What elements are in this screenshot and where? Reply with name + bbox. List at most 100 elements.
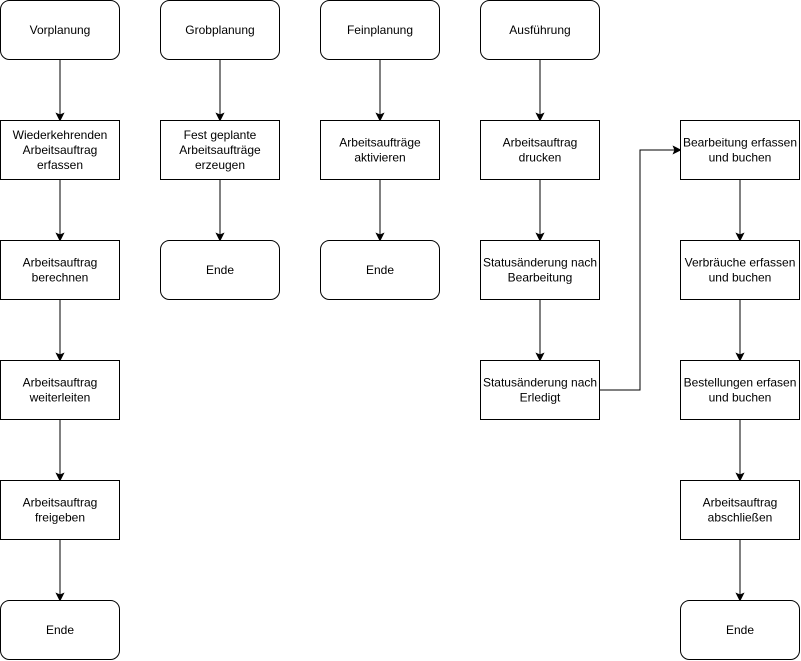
arrow-head	[735, 352, 745, 362]
edge-weiterleiten-to-freigeben	[55, 419, 65, 482]
node-label: Ende	[206, 263, 234, 277]
edge-status-bearbeitung-to-status-erledigt	[535, 299, 545, 362]
node-label: Ende	[46, 623, 74, 637]
edge-feinplanung-to-aktivieren	[375, 59, 385, 122]
arrow-head	[672, 145, 682, 155]
node-label: Ende	[726, 623, 754, 637]
arrow-head	[535, 352, 545, 362]
node-label: Feinplanung	[347, 23, 413, 37]
arrow-head	[735, 472, 745, 482]
node-ausfuehrung: Ausführung	[480, 0, 600, 60]
node-box	[480, 240, 600, 300]
edge-vorplanung-to-wiederkehrend	[55, 59, 65, 122]
node-box	[320, 120, 440, 180]
node-label: weiterleiten	[29, 391, 91, 405]
edge-grobplanung-to-fest-geplant	[215, 59, 225, 122]
node-label: Statusänderung nach	[483, 376, 597, 390]
node-label: Arbeitsaufträge	[179, 143, 261, 157]
arrow-head	[55, 232, 65, 242]
node-label: Ausführung	[509, 23, 570, 37]
node-box	[0, 240, 120, 300]
node-label: Bestellungen erfasen	[684, 376, 797, 390]
arrow-head	[735, 592, 745, 602]
edge-verbraeuche-to-bestellungen	[735, 299, 745, 362]
node-label: Verbräuche erfassen	[685, 256, 796, 270]
arrow-head	[215, 232, 225, 242]
node-label: Arbeitsauftrag	[23, 256, 98, 270]
node-label: Arbeitsauftrag	[23, 376, 98, 390]
arrow-head	[735, 232, 745, 242]
node-label: Arbeitsauftrag	[703, 496, 778, 510]
node-box	[680, 120, 800, 180]
node-box	[680, 600, 800, 660]
edge-bestellungen-to-abschliessen	[735, 419, 745, 482]
node-box	[0, 0, 120, 60]
node-label: berechnen	[32, 271, 89, 285]
node-box	[680, 360, 800, 420]
node-box	[480, 120, 600, 180]
arrow-head	[55, 112, 65, 122]
node-label: drucken	[519, 151, 562, 165]
node-box	[160, 120, 280, 180]
arrow-head	[535, 232, 545, 242]
node-box	[0, 480, 120, 540]
edges	[55, 59, 745, 602]
node-label: Statusänderung nach	[483, 256, 597, 270]
arrow-head	[55, 352, 65, 362]
connector-line	[599, 149, 676, 391]
node-ende4: Ende	[680, 600, 800, 660]
node-label: Arbeitsauftrag	[23, 496, 98, 510]
edge-abschliessen-to-ende4	[735, 539, 745, 602]
node-label: Bearbeitung erfassen	[683, 136, 797, 150]
arrow-head	[55, 592, 65, 602]
edge-aktivieren-to-ende3	[375, 179, 385, 242]
node-box	[480, 360, 600, 420]
node-box	[160, 0, 280, 60]
node-label: Erledigt	[520, 391, 561, 405]
node-label: Arbeitsauftrag	[23, 143, 98, 157]
node-ende2: Ende	[160, 240, 280, 300]
node-label: erfassen	[37, 158, 83, 172]
edge-ausfuehrung-to-drucken	[535, 59, 545, 122]
node-box	[0, 360, 120, 420]
arrow-head	[375, 232, 385, 242]
node-label: erzeugen	[195, 158, 245, 172]
edge-bearbeitung-erfassen-to-verbraeuche	[735, 179, 745, 242]
node-box	[680, 240, 800, 300]
node-vorplanung: Vorplanung	[0, 0, 120, 60]
node-label: Vorplanung	[30, 23, 91, 37]
node-feinplanung: Feinplanung	[320, 0, 440, 60]
edge-status-erledigt-to-bearbeitung-erfassen	[599, 145, 682, 391]
arrow-head	[535, 112, 545, 122]
node-box	[680, 480, 800, 540]
node-label: abschließen	[708, 511, 773, 525]
edge-freigeben-to-ende1	[55, 539, 65, 602]
node-label: Ende	[366, 263, 394, 277]
arrow-head	[215, 112, 225, 122]
edge-fest-geplant-to-ende2	[215, 179, 225, 242]
edge-berechnen-to-weiterleiten	[55, 299, 65, 362]
arrow-head	[55, 472, 65, 482]
edge-wiederkehrend-to-berechnen	[55, 179, 65, 242]
node-label: Wiederkehrenden	[13, 128, 108, 142]
edge-drucken-to-status-bearbeitung	[535, 179, 545, 242]
node-label: und buchen	[709, 271, 772, 285]
arrow-head	[375, 112, 385, 122]
node-box	[320, 240, 440, 300]
node-box	[0, 600, 120, 660]
node-label: Grobplanung	[185, 23, 254, 37]
node-label: Fest geplante	[184, 128, 257, 142]
node-label: aktivieren	[354, 151, 405, 165]
